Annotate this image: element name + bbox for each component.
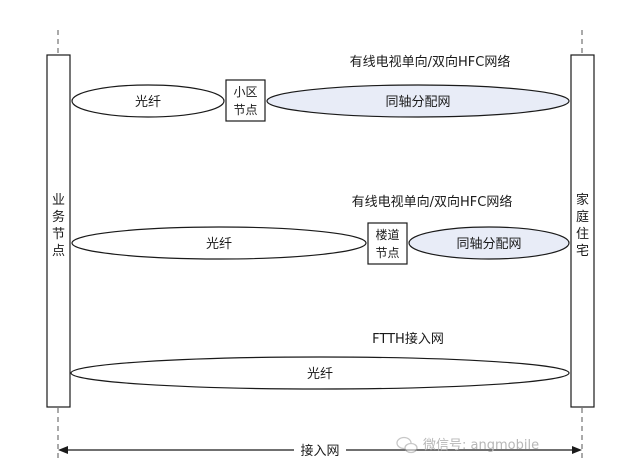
row2-fiber-ellipse <box>71 226 367 260</box>
row2-coax-label: 同轴分配网 <box>456 237 521 252</box>
home-char-2: 庭 <box>576 209 589 225</box>
service-node-box <box>46 54 71 408</box>
service-node-char-1: 业 <box>52 193 65 208</box>
row1-node-line-1: 小区 <box>233 85 257 99</box>
home-char-1: 家 <box>576 192 589 208</box>
row2-node-line-1: 楼道 <box>375 227 399 242</box>
wechat-icon <box>396 436 418 454</box>
home-box <box>570 54 595 408</box>
row1-coax-label: 同轴分配网 <box>385 95 450 110</box>
home-char-3: 住 <box>576 227 589 242</box>
row1-title: 有线电视单向/双向HFC网络 <box>350 54 511 70</box>
row1-fiber-ellipse <box>71 84 225 118</box>
service-node-char-4: 点 <box>52 244 65 259</box>
row2-fiber-label: 光纤 <box>206 237 232 252</box>
access-network-label: 接入网 <box>300 443 339 459</box>
service-node-char-3: 节 <box>52 227 65 242</box>
row1-community-node-box <box>225 79 266 122</box>
row2-coax-ellipse <box>408 226 570 260</box>
row3-fiber-label: 光纤 <box>307 367 333 382</box>
service-node-char-2: 务 <box>52 209 65 225</box>
row2-node-line-2: 节点 <box>375 246 399 260</box>
row1-node-line-2: 节点 <box>233 103 257 117</box>
row2-corridor-node-box <box>367 222 408 265</box>
row1-fiber-label: 光纤 <box>135 95 161 110</box>
arrow-head-left <box>58 446 68 454</box>
row1-coax-ellipse <box>266 84 570 118</box>
row2-title: 有线电视单向/双向HFC网络 <box>352 194 513 210</box>
home-char-4: 宅 <box>576 244 589 259</box>
row3-fiber-ellipse <box>70 356 570 390</box>
access-network-label-bg <box>294 441 346 459</box>
row3-title: FTTH接入网 <box>372 331 444 347</box>
arrow-head-right <box>572 446 582 454</box>
watermark-text: 微信号: angmobile <box>423 438 539 453</box>
